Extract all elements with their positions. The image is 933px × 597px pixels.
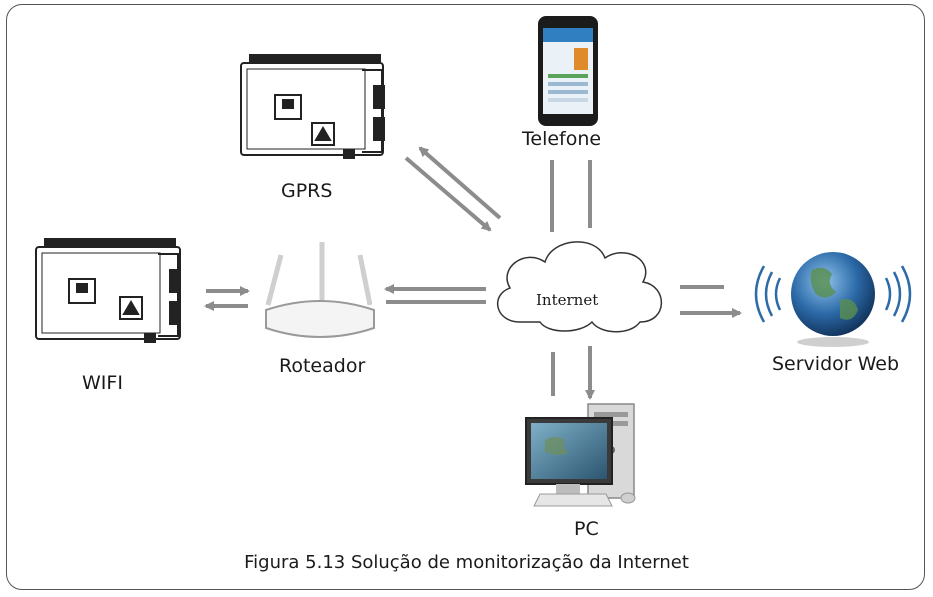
label-gprs: GPRS (281, 180, 333, 202)
connection-arrows (204, 146, 742, 400)
label-pc: PC (574, 518, 599, 540)
label-servidor-web: Servidor Web (772, 353, 900, 375)
globe-icon (754, 252, 912, 347)
figure-caption: Figura 5.13 Solução de monitorização da … (244, 552, 689, 573)
arrow-internet-to-gprs (418, 146, 502, 220)
inverter-wifi-icon (35, 238, 181, 343)
arrow-gprs-to-internet (404, 156, 492, 232)
label-roteador: Roteador (279, 355, 366, 377)
phone-icon (538, 16, 598, 126)
internet-cloud-icon (496, 241, 663, 333)
label-internet: Internet (536, 291, 599, 309)
diagram-frame (6, 4, 925, 590)
pc-icon (525, 403, 636, 507)
inverter-gprs-icon (240, 54, 385, 159)
label-wifi: WIFI (82, 372, 123, 394)
router-icon (265, 242, 375, 338)
label-telefone: Telefone (522, 128, 602, 150)
